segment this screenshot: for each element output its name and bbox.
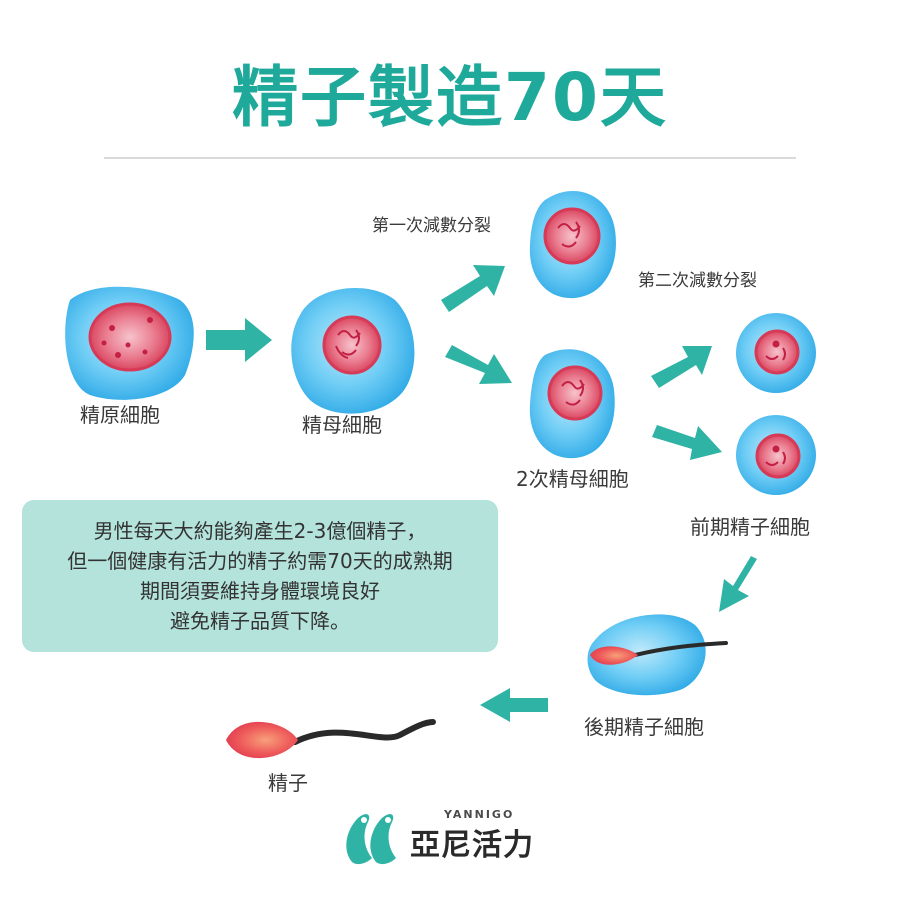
info-line: 避免精子品質下降。 [170,609,350,633]
sperm-cell [226,719,436,759]
brand-name-cn: 亞尼活力 [410,828,534,863]
info-line: 男性每天大約能夠產生2-3億個精子， [93,519,427,543]
label-spermatogonia: 精原細胞 [80,403,160,427]
early-spermatid-bottom-cell [736,415,816,495]
label-early-spermatid: 前期精子細胞 [690,515,810,539]
penguin-pair-logo-icon [346,814,396,865]
arrow-down-right-icon [652,425,722,460]
secondary-spermatocyte-top-cell [529,191,616,299]
brand-name-en: YANNIGO [444,808,515,821]
primary-spermatocyte-cell [291,288,415,414]
arrow-right-icon [206,318,272,362]
label-secondary-spermatocyte: 2次精母細胞 [516,467,629,491]
label-sperm: 精子 [268,771,308,795]
label-first-meiosis: 第一次減數分裂 [372,216,491,236]
label-late-spermatid: 後期精子細胞 [584,715,704,739]
arrow-up-right-icon [651,346,712,388]
arrow-down-left-icon [719,556,757,612]
label-second-meiosis: 第二次減數分裂 [638,271,757,291]
late-spermatid-cell [587,614,728,696]
spermatogonia-cell [65,286,194,400]
early-spermatid-top-cell [736,313,816,393]
arrow-down-right-icon [445,345,512,384]
title-divider [104,157,796,159]
info-line: 但一個健康有活力的精子約需70天的成熟期 [67,549,453,573]
label-primary-spermatocyte: 精母細胞 [302,413,382,437]
info-line: 期間須要維持身體環境良好 [140,579,380,603]
page-title: 精子製造70天 [232,59,668,136]
secondary-spermatocyte-bottom-cell [529,349,615,459]
info-box: 男性每天大約能夠產生2-3億個精子， 但一個健康有活力的精子約需70天的成熟期 … [22,500,498,652]
arrow-left-icon [480,688,548,722]
arrow-up-right-icon [441,265,505,312]
